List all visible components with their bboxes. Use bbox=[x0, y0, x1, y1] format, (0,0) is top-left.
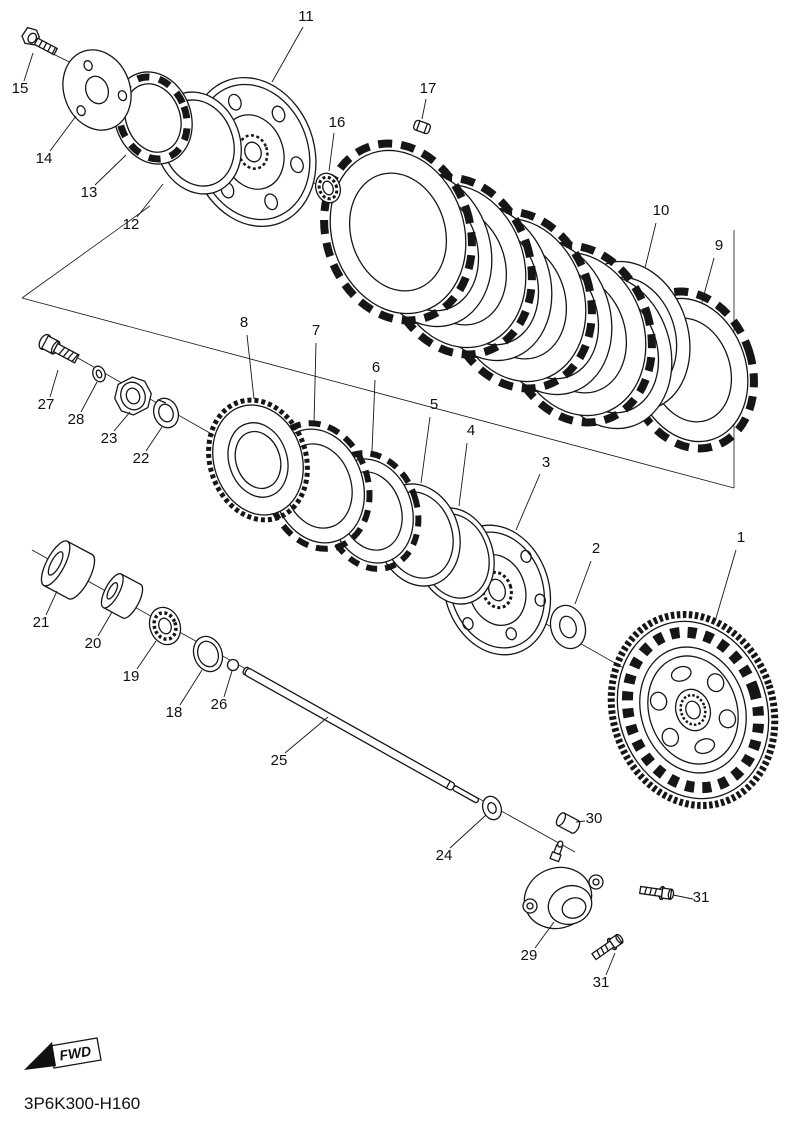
leader-line-6 bbox=[371, 379, 376, 452]
part-label-16: 16 bbox=[329, 114, 346, 131]
part-label-28: 28 bbox=[68, 411, 85, 428]
leader-line-28 bbox=[80, 381, 98, 413]
leader-line-10 bbox=[644, 222, 657, 269]
part-label-17: 17 bbox=[420, 80, 437, 97]
part-label-11: 11 bbox=[298, 8, 314, 25]
part-13-clutch-plate bbox=[113, 71, 193, 165]
part-label-18: 18 bbox=[166, 704, 183, 721]
part-28-oring bbox=[92, 365, 106, 383]
part-label-5: 5 bbox=[430, 396, 438, 413]
fwd-arrowhead-icon bbox=[24, 1042, 56, 1070]
leader-line-12 bbox=[136, 183, 164, 218]
leader-line-14 bbox=[49, 115, 77, 152]
diagram-code: 3P6K300-H160 bbox=[24, 1094, 140, 1113]
leader-line-24 bbox=[449, 814, 487, 849]
part-23-nut bbox=[114, 376, 152, 416]
part-label-10: 10 bbox=[653, 202, 670, 219]
leader-line-1 bbox=[715, 549, 737, 619]
fwd-label: FWD bbox=[58, 1043, 92, 1064]
leader-line-29 bbox=[534, 921, 555, 949]
part-8-damper-disc bbox=[206, 397, 310, 523]
part-label-9: 9 bbox=[715, 237, 723, 254]
part-label-19: 19 bbox=[123, 668, 140, 685]
fwd-symbol: FWD bbox=[24, 1037, 102, 1070]
leader-line-4 bbox=[458, 442, 468, 507]
part-24-washer bbox=[481, 795, 503, 821]
leader-line-9 bbox=[701, 257, 715, 303]
part-label-2: 2 bbox=[592, 540, 600, 557]
clutch-plate-stack bbox=[320, 139, 673, 430]
bleed-nipple bbox=[549, 840, 564, 863]
part-1-clutch-housing bbox=[607, 610, 779, 810]
part-30-pin bbox=[555, 812, 581, 834]
part-25-push-rod bbox=[242, 666, 480, 804]
part-label-29: 29 bbox=[521, 947, 538, 964]
part-label-27: 27 bbox=[38, 396, 55, 413]
part-label-8: 8 bbox=[240, 314, 248, 331]
part-label-7: 7 bbox=[312, 322, 320, 339]
friction-plate bbox=[320, 139, 476, 325]
part-label-12: 12 bbox=[123, 216, 140, 233]
part-label-3: 3 bbox=[542, 454, 550, 471]
housing-windows bbox=[649, 665, 737, 755]
leader-line-27 bbox=[49, 369, 59, 398]
leader-line-25 bbox=[284, 716, 329, 754]
part-label-20: 20 bbox=[85, 635, 102, 652]
part-label-22: 22 bbox=[133, 450, 150, 467]
part-16-bearing bbox=[314, 172, 342, 204]
part-20-collar bbox=[100, 573, 144, 619]
part-15-bolt bbox=[21, 26, 59, 56]
leader-line-2 bbox=[574, 560, 592, 605]
leader-line-3 bbox=[515, 473, 541, 531]
part-label-1: 1 bbox=[737, 529, 745, 546]
part-17-clip bbox=[412, 119, 432, 135]
leader-line-31 bbox=[672, 894, 694, 900]
part-14-retainer-plate bbox=[62, 49, 132, 131]
leader-line-31 bbox=[605, 952, 616, 976]
part-19-bearing bbox=[148, 606, 182, 646]
leader-line-17 bbox=[421, 98, 427, 120]
part-label-30: 30 bbox=[586, 810, 603, 827]
part-22-lock-washer bbox=[152, 397, 180, 429]
leader-line-11 bbox=[271, 26, 304, 83]
leader-line-21 bbox=[45, 590, 58, 616]
leader-line-5 bbox=[420, 416, 431, 484]
part-label-21: 21 bbox=[33, 614, 50, 631]
part-27-bolt bbox=[38, 333, 80, 364]
part-31-bolt-upper bbox=[638, 885, 675, 901]
leader-line-8 bbox=[246, 334, 255, 400]
leader-line-23 bbox=[113, 411, 131, 432]
leader-line-19 bbox=[136, 640, 157, 670]
part-label-13: 13 bbox=[81, 184, 98, 201]
part-label-23: 23 bbox=[101, 430, 118, 447]
leader-line-16 bbox=[328, 132, 335, 172]
leader-line-15 bbox=[23, 52, 34, 82]
part-2-thrust-washer bbox=[549, 604, 587, 650]
part-label-25: 25 bbox=[271, 752, 288, 769]
part-label-31: 31 bbox=[593, 974, 610, 991]
part-label-24: 24 bbox=[436, 847, 453, 864]
part-label-4: 4 bbox=[467, 422, 475, 439]
part-31-bolt-lower bbox=[591, 933, 624, 961]
part-label-6: 6 bbox=[372, 359, 380, 376]
part-29-release-cylinder bbox=[522, 840, 604, 930]
leader-line-13 bbox=[94, 154, 127, 186]
leader-line-20 bbox=[97, 611, 113, 637]
part-18-washer bbox=[192, 635, 224, 673]
leader-line-7 bbox=[313, 342, 317, 424]
leader-line-30 bbox=[575, 820, 586, 823]
part-label-14: 14 bbox=[36, 150, 53, 167]
leader-line-18 bbox=[179, 669, 203, 706]
part-label-15: 15 bbox=[12, 80, 29, 97]
leader-line-26 bbox=[223, 670, 233, 698]
part-26-ball bbox=[226, 658, 240, 672]
leader-line-22 bbox=[145, 426, 163, 452]
part-label-26: 26 bbox=[211, 696, 228, 713]
part-label-31: 31 bbox=[693, 889, 710, 906]
part-21-spacer bbox=[40, 540, 96, 600]
